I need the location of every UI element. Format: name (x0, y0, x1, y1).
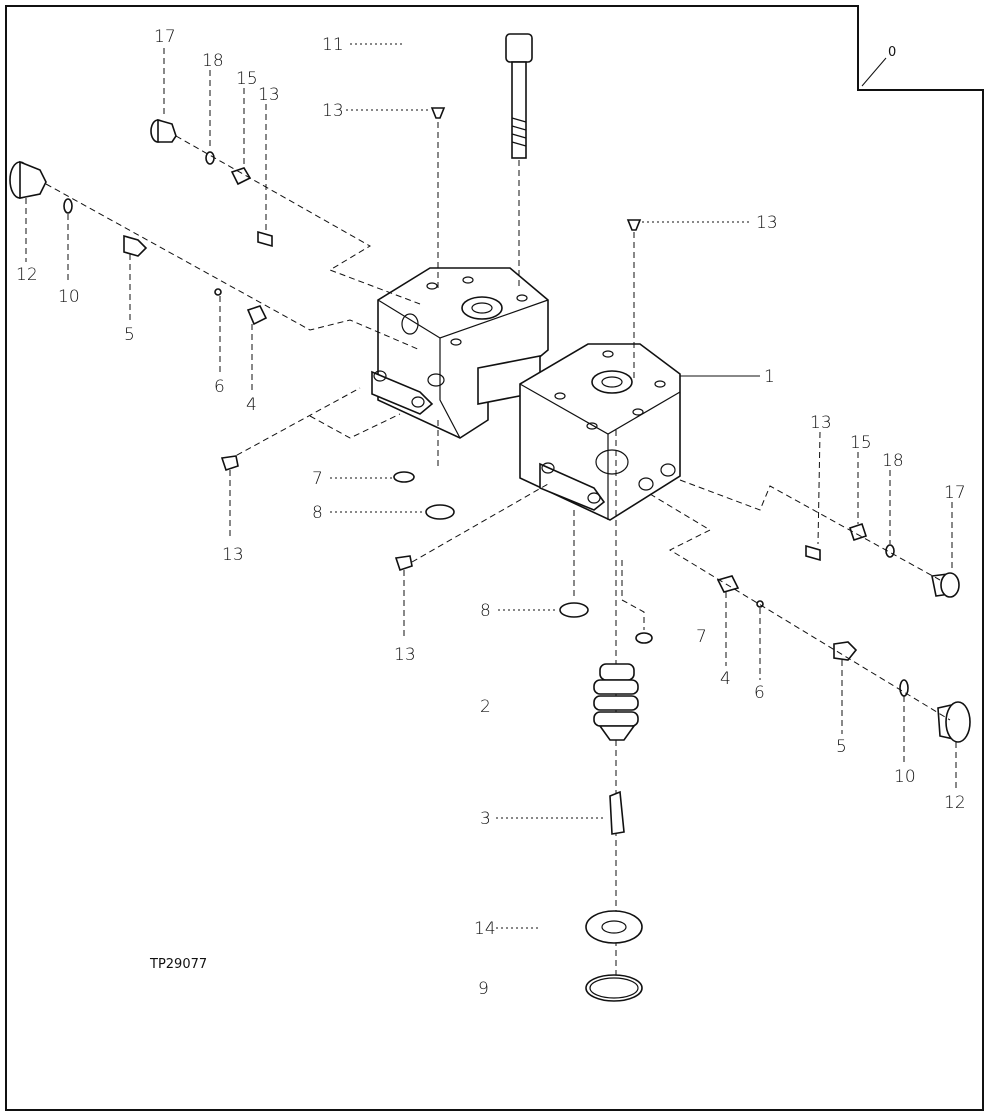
callout-8-left: 8 (312, 503, 323, 523)
o-ring-10-left (63, 198, 73, 214)
ball-6-left (214, 288, 222, 296)
assembly-line-lower-right (649, 493, 951, 721)
callout-18-left: 18 (202, 51, 224, 71)
plug-5-left (123, 234, 148, 257)
assembly-line-13-lower-mid (411, 483, 549, 563)
sleeve-4-left (246, 305, 268, 326)
assembly-line-13-box-left (309, 413, 401, 439)
valve-spool-2 (593, 663, 639, 741)
callout-18-right: 18 (882, 451, 904, 471)
page-frame (5, 5, 984, 1111)
figure-id: TP29077 (149, 957, 207, 972)
o-ring-7-left (393, 471, 415, 483)
valve-block-right (519, 343, 681, 521)
screw-13-right (805, 544, 821, 562)
callout-7-left: 7 (312, 469, 323, 489)
callout-2: 2 (480, 697, 491, 717)
callout-10-left: 10 (58, 287, 80, 307)
callout-13-top: 13 (322, 101, 344, 121)
assembly-line-low-left (227, 387, 361, 461)
corner-label: 0 (888, 45, 896, 60)
plug-5-right (833, 641, 858, 661)
callout-4-right: 4 (720, 669, 731, 689)
callout-8-right: 8 (480, 601, 491, 621)
callout-14: 14 (474, 919, 496, 939)
o-ring-8-left (425, 504, 455, 520)
o-ring-7-right (635, 632, 653, 644)
valve-block-left (371, 267, 549, 439)
callout-7-right: 7 (696, 627, 707, 647)
washer-14 (585, 910, 643, 944)
callout-9: 9 (478, 979, 489, 999)
callout-17-left: 17 (154, 27, 176, 47)
callout-6-left: 6 (214, 377, 225, 397)
callout-13-left: 13 (258, 85, 280, 105)
axis-7-right (621, 560, 645, 630)
o-ring-8-right (559, 602, 589, 618)
corner-leader (861, 57, 887, 87)
plug-17-right (931, 572, 960, 598)
cap-screw-11 (505, 33, 533, 159)
screw-13-lower-mid (394, 555, 413, 572)
callout-15-right: 15 (850, 433, 872, 453)
callout-13-top-right: 13 (756, 213, 778, 233)
seal-ring-9 (585, 974, 643, 1002)
assembly-line-upper-left (175, 135, 421, 305)
screw-13-upper-left (257, 230, 273, 248)
callout-1: 1 (764, 367, 775, 387)
leader-13-right (817, 431, 821, 545)
assembly-line-upper-right (679, 479, 941, 581)
plug-12-left (9, 160, 47, 199)
callout-15-left: 15 (236, 69, 258, 89)
callout-13-lower-mid: 13 (394, 645, 416, 665)
plug-12-right (937, 701, 971, 743)
callout-4-left: 4 (246, 395, 257, 415)
callout-17-right: 17 (944, 483, 966, 503)
screw-13-top-right (626, 219, 642, 231)
callout-5-left: 5 (124, 325, 135, 345)
screw-13-top-center (430, 107, 446, 119)
screw-13-lower-left (220, 455, 239, 472)
callout-13-right: 13 (810, 413, 832, 433)
callout-5-right: 5 (836, 737, 847, 757)
callout-3: 3 (480, 809, 491, 829)
callout-12-left: 12 (16, 265, 38, 285)
callout-13-lower-left: 13 (222, 545, 244, 565)
callout-12-right: 12 (944, 793, 966, 813)
pin-3 (609, 790, 625, 835)
sleeve-15-right (848, 522, 868, 542)
plug-17-left (150, 118, 177, 143)
callout-6-right: 6 (754, 683, 765, 703)
sleeve-4-right (716, 575, 740, 593)
callout-11: 11 (322, 35, 344, 55)
callout-10-right: 10 (894, 767, 916, 787)
assembly-line-mid-left (45, 183, 421, 351)
